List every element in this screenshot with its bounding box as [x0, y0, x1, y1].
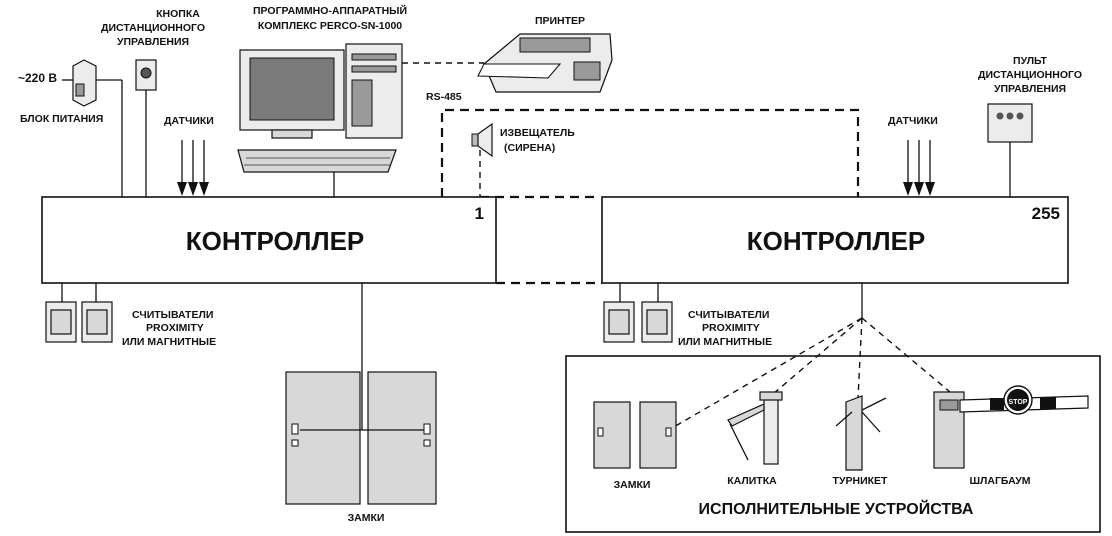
complex-label-2: КОМПЛЕКС PERCO-SN-1000: [258, 20, 402, 32]
siren-icon: [471, 122, 493, 158]
locks-left: [285, 371, 437, 505]
locks-right: [593, 401, 677, 469]
voltage-label: ~220 В: [18, 71, 57, 85]
readers-right-label-2: PROXIMITY: [702, 322, 760, 334]
actuators-box: [565, 355, 1101, 533]
printer-label: ПРИНТЕР: [535, 15, 585, 27]
siren-label-1: ИЗВЕЩАТЕЛЬ: [500, 127, 575, 139]
rs485-bus: [440, 108, 860, 197]
stop-sign-text: STOP: [1009, 399, 1028, 406]
readers-left-label-1: СЧИТЫВАТЕЛИ: [132, 309, 213, 321]
barrier-label: ШЛАГБАУМ: [969, 475, 1030, 487]
readers-right-label-3: ИЛИ МАГНИТНЫЕ: [678, 336, 772, 348]
readers-right: [603, 283, 673, 343]
remote-label-2: ДИСТАНЦИОННОГО: [978, 69, 1082, 81]
sensors-right-arrows: [903, 140, 935, 196]
remote-label-1: ПУЛЬТ: [1013, 55, 1048, 67]
actuator-links: [671, 317, 951, 429]
readers-left-label-2: PROXIMITY: [146, 322, 204, 334]
keyboard: [237, 149, 397, 173]
turnstile-icon: [835, 395, 887, 471]
turnstile-label: ТУРНИКЕТ: [833, 475, 888, 487]
power-unit-label: БЛОК ПИТАНИЯ: [20, 113, 103, 125]
sensors-right-label: ДАТЧИКИ: [888, 115, 938, 127]
locks-left-label: ЗАМКИ: [348, 512, 385, 524]
computer: [237, 43, 403, 173]
printer: [477, 33, 613, 93]
remote-panel: [987, 103, 1033, 197]
remote-button: [135, 59, 157, 197]
sensors-left-arrows: [177, 140, 209, 196]
gate-icon: [727, 391, 783, 465]
readers-left: [45, 283, 113, 343]
remote-label-3: УПРАВЛЕНИЯ: [994, 83, 1066, 95]
controller-right-label: КОНТРОЛЛЕР: [747, 226, 926, 256]
power-unit: [62, 59, 122, 107]
controller-left-number: 1: [475, 204, 484, 223]
readers-left-label-3: ИЛИ МАГНИТНЫЕ: [122, 336, 216, 348]
actuators-label: ИСПОЛНИТЕЛЬНЫЕ УСТРОЙСТВА: [699, 499, 974, 518]
button-label-2: ДИСТАНЦИОННОГО: [101, 22, 205, 34]
gate-label: КАЛИТКА: [727, 475, 777, 487]
complex-label-1: ПРОГРАММНО-АППАРАТНЫЙ: [253, 4, 407, 17]
controller-right-number: 255: [1032, 204, 1060, 223]
button-label-1: КНОПКА: [156, 8, 200, 20]
controller-left-label: КОНТРОЛЛЕР: [186, 226, 365, 256]
barrier-icon: [933, 385, 1089, 469]
controller-left: [41, 196, 497, 284]
button-label-3: УПРАВЛЕНИЯ: [117, 36, 189, 48]
controller-right: [601, 196, 1069, 284]
readers-right-label-1: СЧИТЫВАТЕЛИ: [688, 309, 769, 321]
locks-right-label: ЗАМКИ: [614, 479, 651, 491]
rs485-label: RS-485: [426, 91, 462, 103]
sensors-left-label: ДАТЧИКИ: [164, 115, 214, 127]
siren-label-2: (СИРЕНА): [504, 142, 555, 154]
